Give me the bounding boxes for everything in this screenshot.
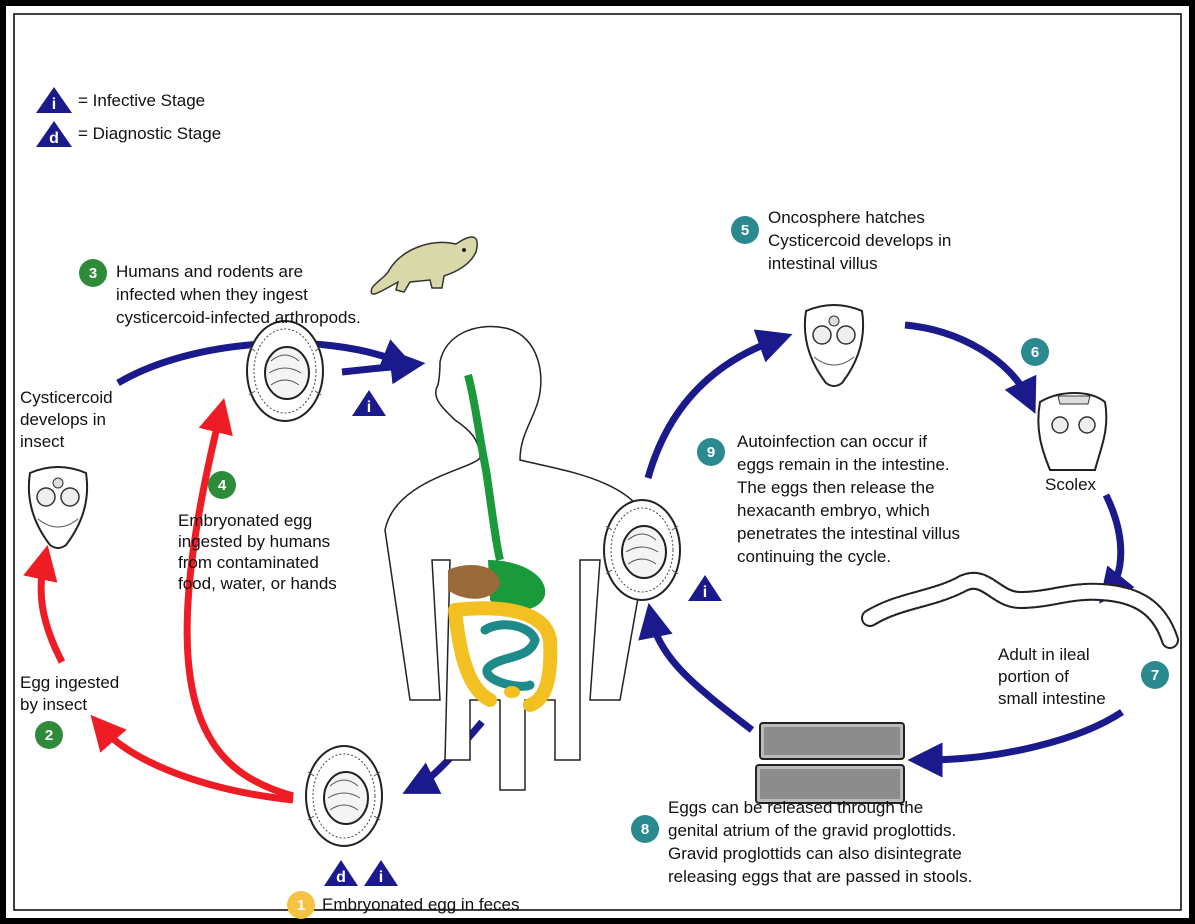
label-step-4: Embryonated egg ingested by humans from … — [178, 511, 337, 593]
label-step-7: Adult in ileal portion of small intestin… — [998, 645, 1106, 708]
svg-text:5: 5 — [741, 222, 749, 239]
svg-text:6: 6 — [1031, 344, 1039, 361]
badge-step-3: 3 — [79, 259, 107, 287]
cysticercoid-insect-illustration — [29, 467, 87, 548]
badge-step-2: 2 — [35, 721, 63, 749]
adult-tapeworm-illustration — [870, 581, 1170, 640]
svg-text:1: 1 — [297, 897, 305, 914]
svg-text:i: i — [52, 96, 56, 113]
diagnostic-marker-feces: d — [324, 860, 358, 886]
egg-ingested-illustration — [247, 321, 323, 421]
diagnostic-stage-icon: d — [36, 121, 72, 147]
svg-text:d: d — [336, 869, 346, 886]
arrow-egg-to-humans-direct — [187, 415, 293, 796]
svg-text:3: 3 — [89, 265, 97, 282]
svg-text:i: i — [367, 399, 371, 416]
infective-marker-egg: i — [352, 390, 386, 416]
legend-diagnostic-text: = Diagnostic Stage — [78, 124, 221, 143]
label-step-5: Oncosphere hatches Cysticercoid develops… — [768, 208, 956, 273]
badge-step-7: 7 — [1141, 661, 1169, 689]
badge-step-1: 1 — [287, 891, 315, 919]
badge-step-5: 5 — [731, 216, 759, 244]
label-cysticercoid-insect: Cysticercoid develops in insect — [20, 388, 117, 451]
svg-text:4: 4 — [218, 477, 227, 494]
legend: i = Infective Stage d = Diagnostic Stage — [36, 87, 221, 147]
egg-in-feces-illustration — [306, 746, 382, 846]
badge-step-9: 9 — [697, 438, 725, 466]
arrow-proglottids-to-autoinfection — [652, 620, 752, 730]
label-step-8: Eggs can be released through the genital… — [668, 798, 972, 886]
egg-autoinfection-illustration — [604, 500, 680, 600]
badge-step-4: 4 — [208, 471, 236, 499]
label-step-3: Humans and rodents are infected when the… — [116, 262, 361, 327]
svg-text:d: d — [49, 130, 59, 147]
infective-stage-icon: i — [36, 87, 72, 113]
gravid-proglottids-illustration — [756, 723, 904, 803]
arrow-scolex-to-adult — [1106, 495, 1121, 590]
infective-marker-autoinfection: i — [688, 575, 722, 601]
label-step-9: Autoinfection can occur if eggs remain i… — [737, 432, 965, 566]
svg-text:9: 9 — [707, 444, 715, 461]
svg-text:i: i — [379, 869, 383, 886]
legend-infective-text: = Infective Stage — [78, 91, 205, 110]
arrow-egg-to-human — [342, 365, 408, 372]
label-step-1: Embryonated egg in feces — [322, 895, 520, 914]
svg-text:i: i — [703, 584, 707, 601]
scolex-illustration — [1038, 393, 1106, 470]
label-step-2: Egg ingested by insect — [20, 673, 124, 714]
svg-text:8: 8 — [641, 821, 649, 838]
svg-text:2: 2 — [45, 727, 53, 744]
infective-marker-feces: i — [364, 860, 398, 886]
badge-step-6: 6 — [1021, 338, 1049, 366]
oncosphere-cysticercoid-illustration — [805, 305, 863, 386]
label-step-6: Scolex — [1045, 475, 1097, 494]
arrow-adult-to-proglottids — [925, 712, 1122, 760]
rodent-icon — [371, 237, 477, 294]
arrow-oncosphere-to-scolex — [905, 325, 1028, 398]
svg-text:7: 7 — [1151, 667, 1159, 684]
arrow-insect-to-cysticercoid — [41, 562, 62, 662]
badge-step-8: 8 — [631, 815, 659, 843]
